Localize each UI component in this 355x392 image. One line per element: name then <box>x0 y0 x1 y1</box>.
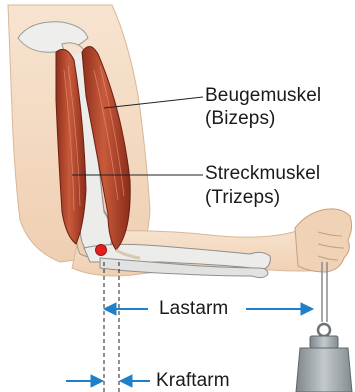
extensor-latin-label: (Trizeps) <box>205 187 280 209</box>
force-arm-label: Kraftarm <box>156 370 230 392</box>
hanging-weight <box>296 262 352 392</box>
elbow-pivot <box>96 245 107 256</box>
load-arm-label: Lastarm <box>159 298 228 320</box>
flexor-label: Beugemuskel <box>205 85 321 107</box>
force-arm-arrows <box>66 375 150 387</box>
extensor-label: Streckmuskel <box>205 163 320 185</box>
flexor-latin-label: (Bizeps) <box>205 108 275 130</box>
hand <box>295 209 352 272</box>
